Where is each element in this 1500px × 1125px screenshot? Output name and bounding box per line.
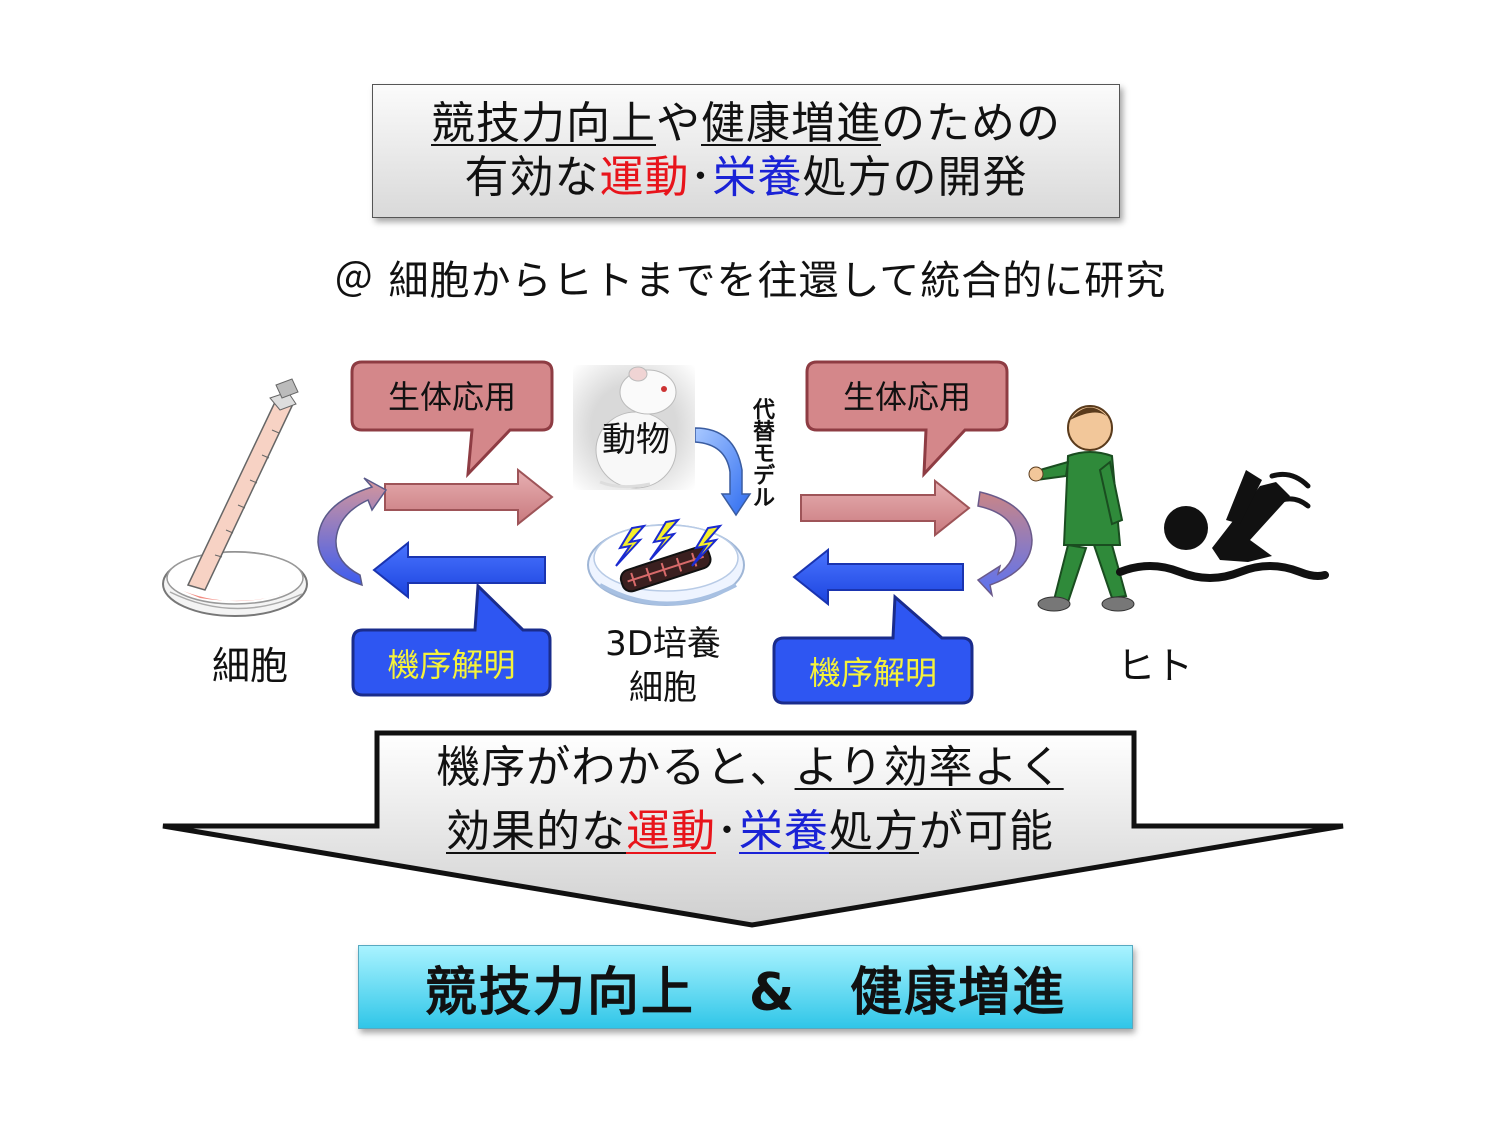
bottom-arrow-text: 機序がわかると、より効率よく 効果的な運動･栄養処方が可能 <box>380 736 1120 864</box>
arrow-right-1 <box>384 467 554 527</box>
callout-bottom-left: 機序解明 <box>387 646 516 684</box>
label-cell: 細胞 <box>211 644 288 688</box>
arrow-left-2 <box>792 547 964 607</box>
result-box: 競技力向上 & 健康増進 <box>358 945 1133 1029</box>
result-text: 競技力向上 & 健康増進 <box>424 962 1067 1023</box>
callout-bottom-right-shape <box>772 593 974 705</box>
callout-bottom-left-shape <box>351 582 552 697</box>
title-line-1: 競技力向上や健康増進のための <box>431 97 1061 151</box>
callout-top-right-shape <box>805 360 1009 479</box>
3d-culture-illustration <box>587 518 745 606</box>
text-run: や <box>656 98 701 149</box>
curved-arrow-middle <box>694 427 752 517</box>
bottom-line-2: 効果的な運動･栄養処方が可能 <box>380 800 1120 864</box>
text-run: 処方 <box>829 806 919 857</box>
subtitle: ＠ 細胞からヒトまでを往還して統合的に研究 <box>333 258 1167 304</box>
swimmer-pictogram <box>1116 470 1329 582</box>
curved-arrow-right <box>976 491 1033 598</box>
text-run: ･ <box>716 806 739 857</box>
label-3d-culture: 3D培養 細胞 <box>605 624 721 708</box>
text-run: より効率よく <box>794 742 1064 793</box>
text-run: 栄養 <box>712 152 803 203</box>
title-box: 競技力向上や健康増進のための 有効な運動･栄養処方の開発 <box>372 84 1120 218</box>
callout-top-left: 生体応用 <box>387 378 516 416</box>
text-run: が可能 <box>919 806 1054 857</box>
text-run: ･ <box>689 152 713 203</box>
callout-bottom-right: 機序解明 <box>808 654 937 692</box>
callout-top-left-shape <box>350 360 554 479</box>
arrow-right-2 <box>800 478 971 538</box>
text-run: 競技力向上 <box>431 98 656 149</box>
text-run: 有効な <box>464 152 600 203</box>
text-run: 栄養 <box>739 806 829 857</box>
text-run: 処方の開発 <box>802 152 1028 203</box>
text-run: 効果的な <box>446 806 626 857</box>
big-down-arrow <box>162 730 1344 928</box>
arrow-left-1 <box>372 540 546 600</box>
text-run: 健康増進 <box>701 98 881 149</box>
label-alternative-model: 代替モデル <box>752 398 775 511</box>
text-run: 機序がわかると、 <box>436 742 795 793</box>
callout-top-right: 生体応用 <box>842 378 971 416</box>
label-animal: 動物 <box>602 420 670 460</box>
text-run: のための <box>881 98 1061 149</box>
label-human: ヒト <box>1116 644 1193 688</box>
walking-man-illustration <box>1028 405 1135 612</box>
text-run: 運動 <box>599 152 690 203</box>
petri-dish-illustration <box>162 378 308 617</box>
rat-illustration <box>573 365 695 490</box>
bottom-line-1: 機序がわかると、より効率よく <box>380 736 1120 800</box>
title-line-2: 有効な運動･栄養処方の開発 <box>465 151 1028 205</box>
text-run: 運動 <box>626 806 716 857</box>
curved-arrow-left <box>317 477 388 587</box>
